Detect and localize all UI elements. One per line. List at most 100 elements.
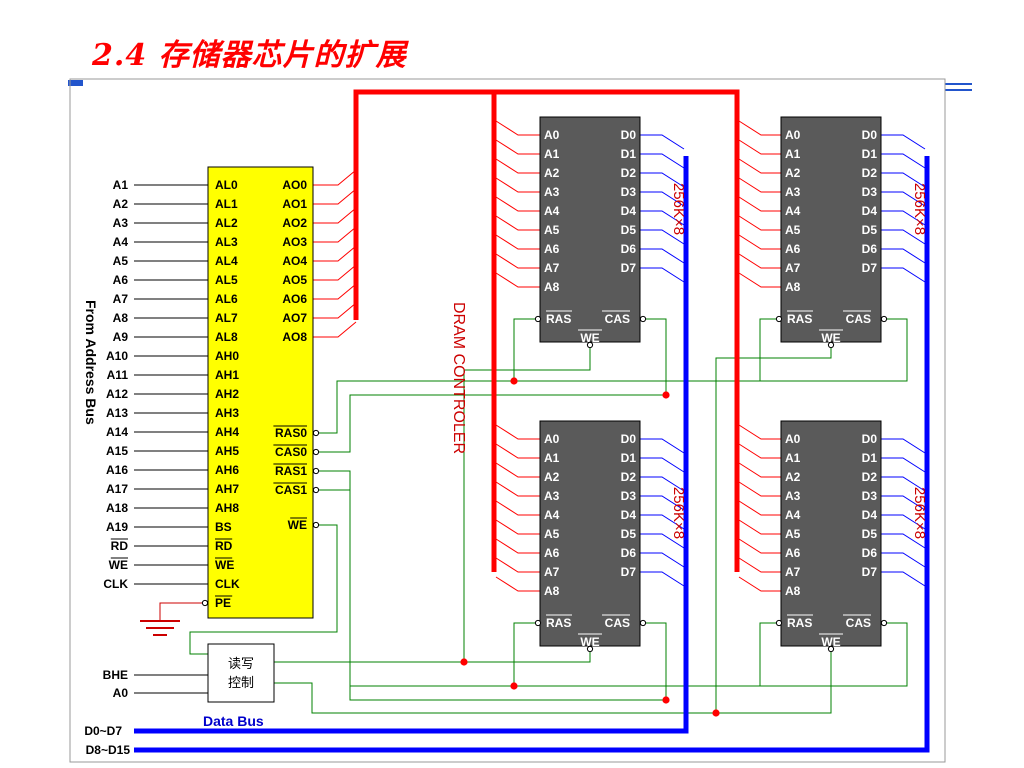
controller-pin-bs: BS	[215, 520, 232, 534]
chip-data-wire	[640, 229, 685, 245]
chip-address-wire	[738, 120, 781, 136]
controller-pin-ah7: AH7	[215, 482, 239, 496]
address-input-a17: A17	[106, 482, 128, 496]
chip-addr-pin: A4	[785, 204, 801, 218]
rw-out1-junction	[460, 658, 468, 666]
chip-we-bubble	[827, 341, 835, 349]
data-bus-low	[134, 156, 689, 734]
diagram-frame	[69, 78, 946, 763]
chip-data-wire	[881, 210, 926, 226]
chip-cas-bubble	[880, 315, 888, 323]
chip-addr-pin: A3	[544, 489, 560, 503]
chip-data-pin: D5	[621, 223, 637, 237]
control-output-bubble	[312, 429, 320, 437]
dram-controller-label: DRAM CONTROLER	[450, 302, 467, 454]
chip-cas-pin: CAS	[605, 616, 630, 630]
chip-address-wire	[738, 177, 781, 193]
controller-pin-al3: AL3	[215, 235, 238, 249]
chip-addr-pin: A1	[544, 147, 560, 161]
control-output-bubble	[312, 448, 320, 456]
chip-bottom-right-box	[780, 420, 882, 647]
chip-data-wire	[881, 571, 926, 587]
address-input-a13: A13	[106, 406, 128, 420]
chip-addr-pin: A4	[544, 204, 560, 218]
chip-address-wire	[495, 443, 540, 459]
controller-pin-al4: AL4	[215, 254, 238, 268]
chip-addr-pin: A2	[785, 166, 801, 180]
chip-data-wire	[640, 495, 685, 511]
chip-ras-bubble	[775, 619, 783, 627]
chip-top-right-box	[780, 116, 882, 343]
chip-data-pin: D7	[621, 565, 637, 579]
chip-ras-bubble	[775, 315, 783, 323]
rw-out2-wire	[274, 649, 832, 714]
chip-addr-pin: A4	[785, 508, 801, 522]
ras1-wire	[319, 470, 537, 687]
chip-capacity-label: 256K×8	[670, 487, 687, 539]
chip-data-wire	[881, 514, 926, 530]
chip-data-pin: D5	[862, 223, 878, 237]
address-output-wire	[313, 264, 357, 281]
controller-pin-al8: AL8	[215, 330, 238, 344]
chip-addr-pin: A5	[785, 527, 801, 541]
chip-data-pin: D5	[621, 527, 637, 541]
chip-addr-pin: A6	[544, 546, 560, 560]
controller-pin-clk: CLK	[215, 577, 240, 591]
chip-address-wire	[738, 462, 781, 478]
chip-data-pin: D3	[862, 489, 878, 503]
chip-data-wire	[640, 476, 685, 492]
chip-we-bubble	[586, 341, 594, 349]
address-output-wire	[313, 169, 357, 186]
controller-pin-ah5: AH5	[215, 444, 239, 458]
chip-addr-pin: A7	[785, 261, 801, 275]
controller-pin-ah4: AH4	[215, 425, 239, 439]
chip-address-wire	[495, 234, 540, 250]
chip-address-wire	[738, 500, 781, 516]
control-output-bubble	[312, 521, 320, 529]
we-to-rw-wire	[189, 524, 338, 655]
chip-addr-pin: A1	[544, 451, 560, 465]
address-output-wire	[313, 302, 357, 319]
address-input-a2: A2	[113, 197, 129, 211]
controller-pin-ao3: AO3	[282, 235, 307, 249]
chip-addr-pin: A7	[544, 261, 560, 275]
chip-data-pin: D1	[621, 451, 637, 465]
chip-data-pin: D6	[862, 242, 878, 256]
data-bus-low-label: D0~D7	[84, 724, 122, 738]
chip-data-pin: D0	[862, 432, 878, 446]
chip-address-wire	[495, 519, 540, 535]
chip-address-wire	[738, 272, 781, 288]
title-underline-decoration	[68, 80, 83, 86]
ras1-junction	[510, 682, 518, 690]
chip-cas-pin: CAS	[846, 616, 871, 630]
chip-addr-pin: A3	[544, 185, 560, 199]
chip-data-wire	[640, 267, 685, 283]
control-output-bubble	[312, 486, 320, 494]
chip-data-pin: D2	[862, 470, 878, 484]
ras0-junction	[510, 377, 518, 385]
rw-control-box	[207, 643, 275, 703]
controller-pin-we: WE	[215, 558, 234, 572]
chip-we-bubble	[827, 645, 835, 653]
chip-address-wire	[738, 139, 781, 155]
chip-we-pin: WE	[821, 635, 840, 649]
chip-address-wire	[738, 215, 781, 231]
controller-pin-ao4: AO4	[282, 254, 307, 268]
chip-data-wire	[881, 476, 926, 492]
chip-addr-pin: A0	[544, 128, 560, 142]
address-input-a19: A19	[106, 520, 128, 534]
pe-wire	[159, 602, 202, 621]
cas0-wire	[319, 318, 667, 453]
chip-data-pin: D6	[862, 546, 878, 560]
chip-we-pin: WE	[580, 331, 599, 345]
chip-data-pin: D4	[621, 508, 637, 522]
chip-address-wire	[738, 158, 781, 174]
chip-data-wire	[881, 438, 926, 454]
controller-pin-pe: PE	[215, 596, 231, 610]
controller-pin-al7: AL7	[215, 311, 238, 325]
controller-pin-al2: AL2	[215, 216, 238, 230]
address-input-a15: A15	[106, 444, 128, 458]
chip-data-pin: D7	[862, 565, 878, 579]
chip-data-wire	[881, 495, 926, 511]
